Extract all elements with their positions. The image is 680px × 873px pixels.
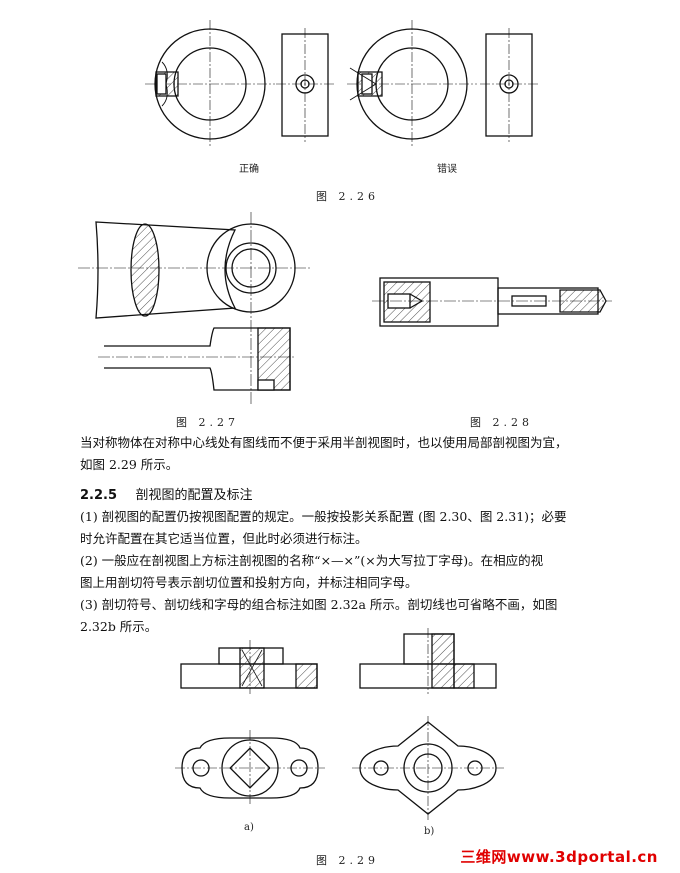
fig229a-front-view	[180, 640, 318, 694]
item1-line-1: (1) 剖视图的配置仍按视图配置的规定。一般按投影关系配置 (图 2.30、图 …	[80, 509, 567, 524]
intro-paragraph: 当对称物体在对称中心线处有图线而不便于采用半剖视图时，也以使用局部剖视图为宜， …	[80, 432, 640, 476]
fig226-wrong-ring	[347, 20, 477, 148]
section-title: 剖视图的配置及标注	[135, 488, 253, 503]
item1-line-2: 时允许配置在其它适当位置，但此时必须进行标注。	[80, 531, 368, 546]
figure-2-28	[372, 277, 612, 327]
figure-2-29b	[352, 628, 504, 820]
fig228-caption: 图 2.28	[470, 416, 533, 429]
figure-2-27	[78, 212, 310, 406]
fig229-caption: 图 2.29	[316, 854, 379, 867]
fig226-label-wrong: 错误	[437, 164, 457, 175]
fig229-label-b: b)	[424, 826, 435, 837]
section-heading: 2.2.5 剖视图的配置及标注	[80, 484, 253, 503]
fig227-top-view	[78, 212, 310, 406]
item3-line-2: 2.32b 所示。	[80, 619, 158, 634]
item2-line-2: 图上用剖切符号表示剖切位置和投射方向，并标注相同字母。	[80, 575, 418, 590]
fig226-correct-side-view	[276, 28, 336, 142]
fig226-caption: 图 2.26	[316, 190, 379, 203]
figure-2-29a	[175, 640, 325, 806]
item2-line-1: (2) 一般应在剖视图上方标注剖视图的名称“×—×”(×为大写拉丁字母)。在相应…	[80, 553, 544, 568]
fig226-wrong-side-view	[480, 28, 540, 142]
fig229a-top-view	[175, 730, 325, 806]
fig227-front-view	[98, 327, 296, 391]
items-paragraphs: (1) 剖视图的配置仍按视图配置的规定。一般按投影关系配置 (图 2.30、图 …	[80, 506, 640, 638]
fig229b-top-view	[352, 716, 504, 820]
fig229-label-a: a)	[244, 822, 254, 833]
watermark-logo: 三维网www.3dportal.cn	[460, 848, 658, 866]
fig227-caption: 图 2.27	[176, 416, 239, 429]
figure-2-26	[145, 20, 540, 148]
fig229b-front-view	[359, 628, 497, 694]
item3-line-1: (3) 剖切符号、剖切线和字母的组合标注如图 2.32a 所示。剖切线也可省略不…	[80, 597, 558, 612]
fig226-correct-ring	[145, 20, 275, 148]
intro-line-2: 如图 2.29 所示。	[80, 457, 179, 472]
intro-line-1: 当对称物体在对称中心线处有图线而不便于采用半剖视图时，也以使用局部剖视图为宜，	[80, 435, 568, 450]
fig226-label-correct: 正确	[239, 164, 259, 175]
section-number: 2.2.5	[80, 488, 118, 503]
